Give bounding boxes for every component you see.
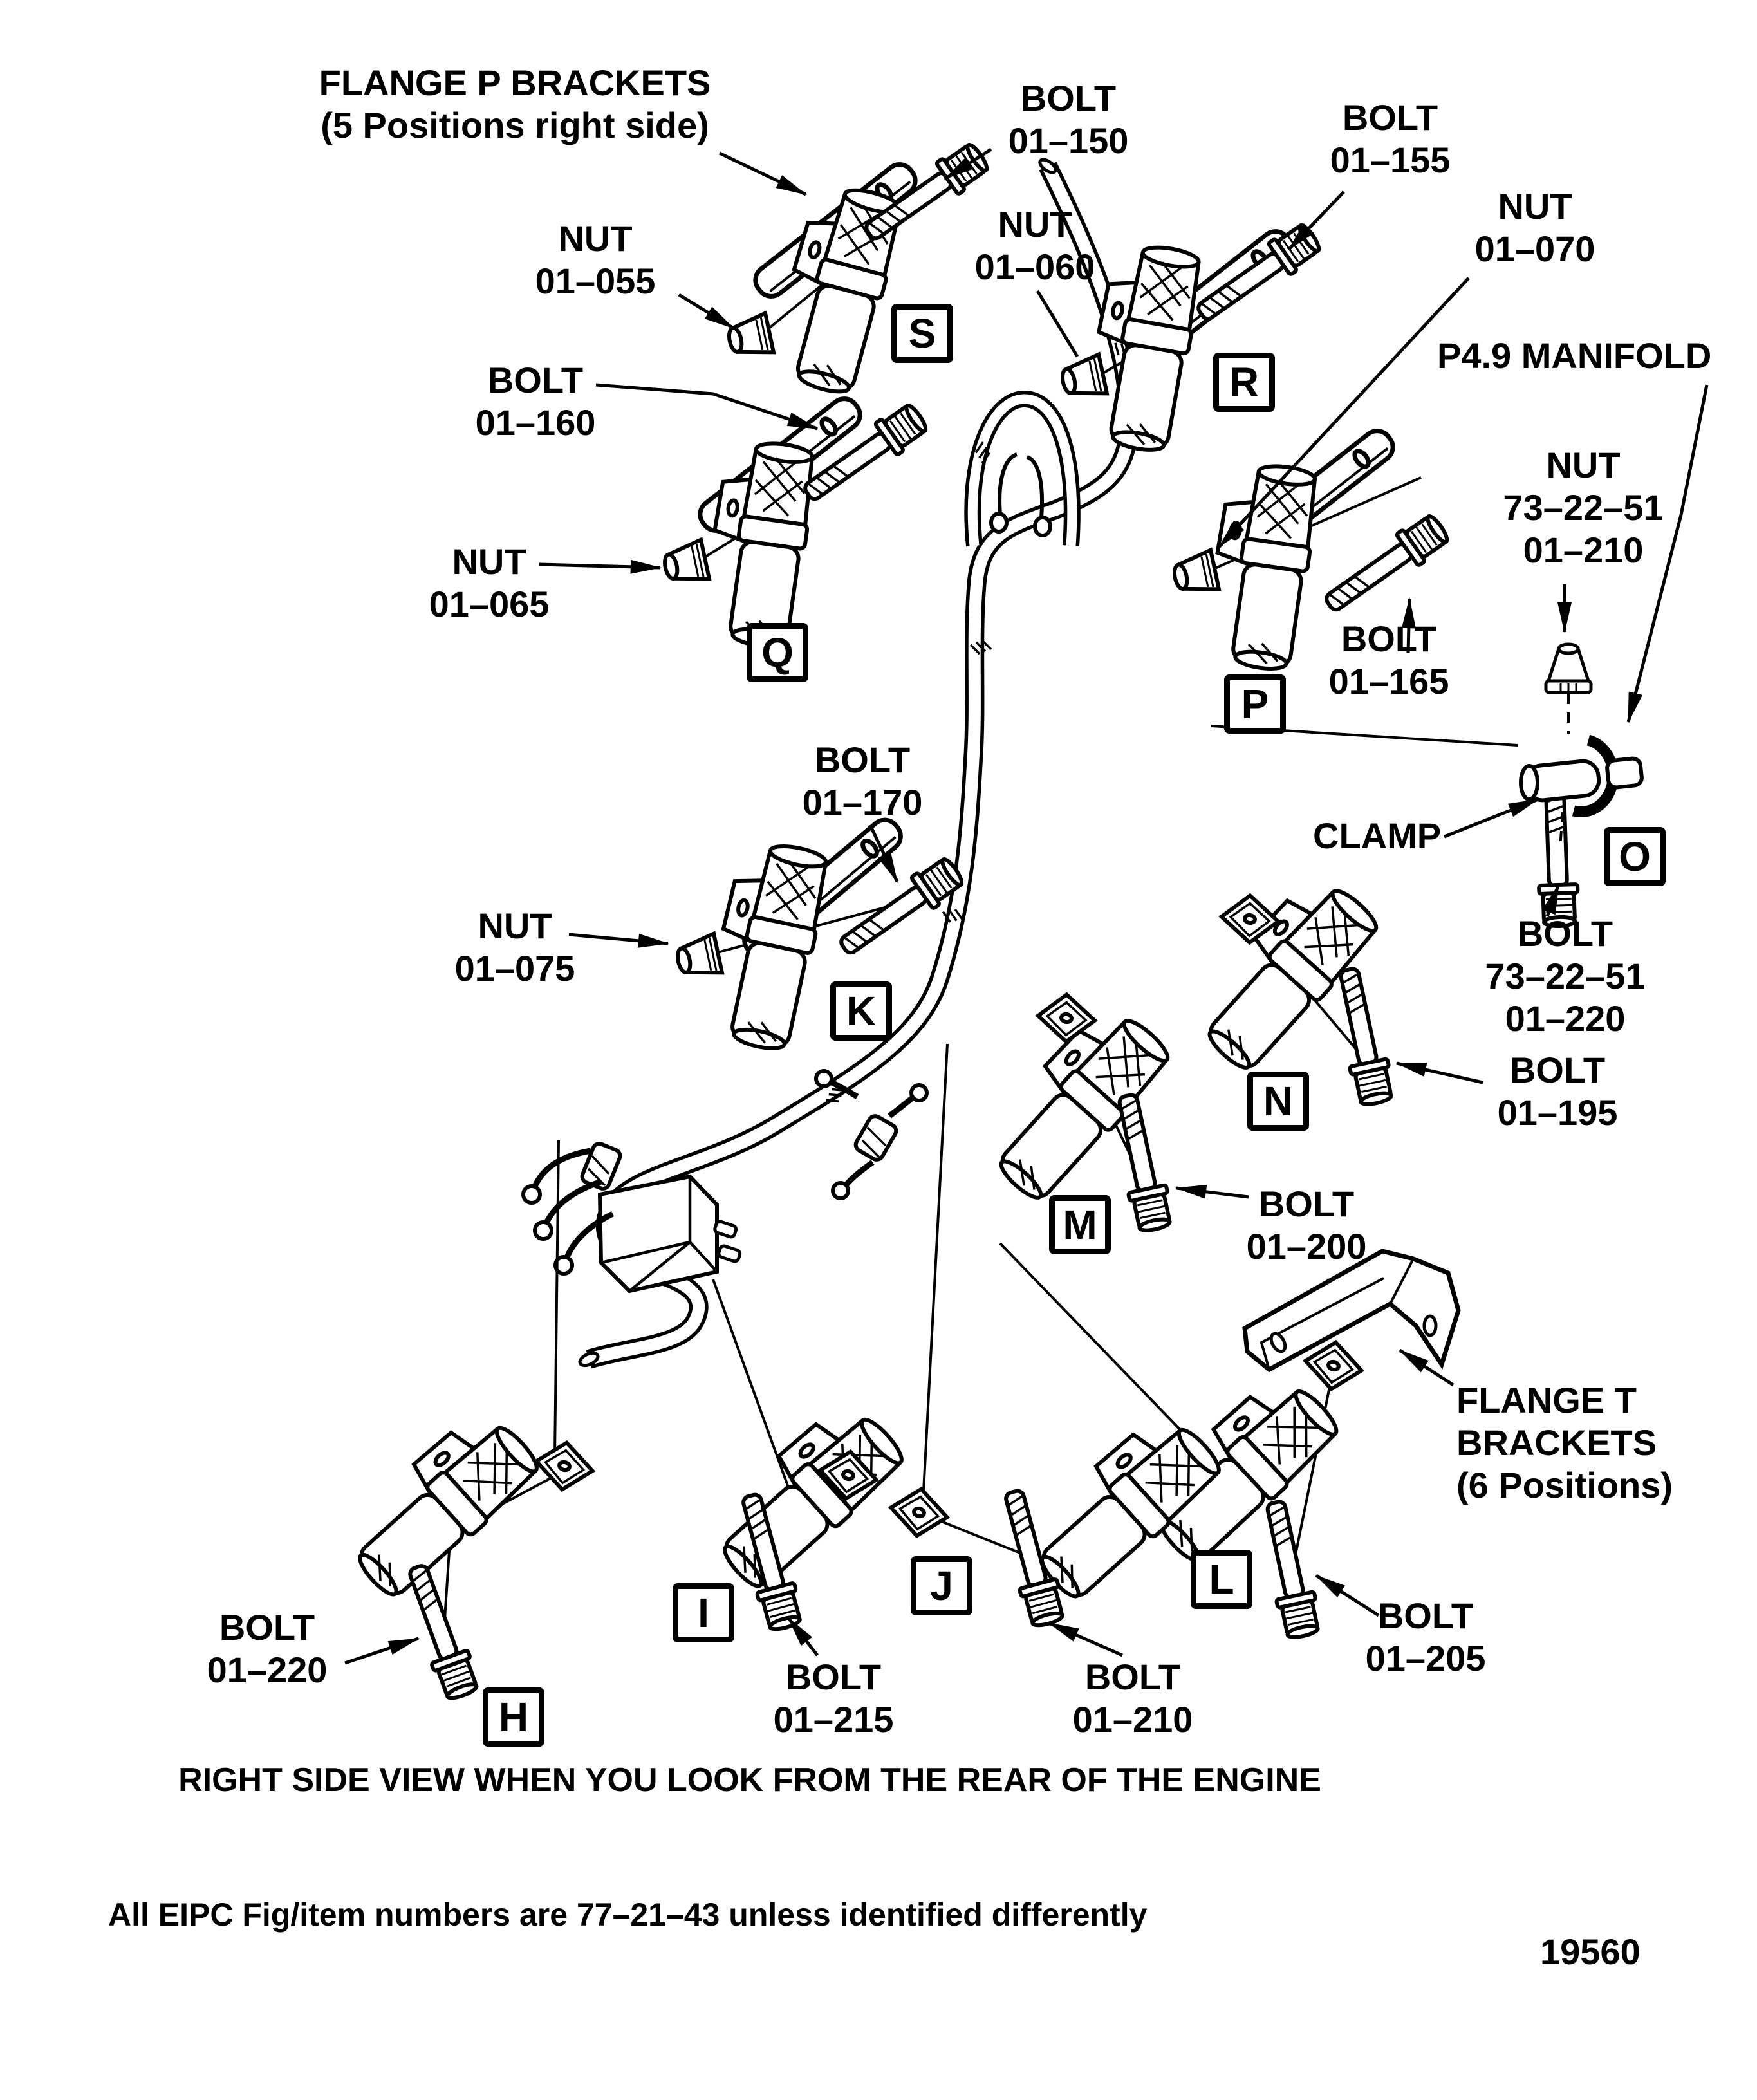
figure-footnote: All EIPC Fig/item numbers are 77–21–43 u… xyxy=(108,1897,1148,1933)
callout-flange-t-brackets: FLANGE T BRACKETS (6 Positions) xyxy=(1456,1380,1673,1505)
position-box-n: N xyxy=(1247,1072,1309,1131)
lead-assembly-h xyxy=(333,1401,545,1604)
position-box-i: I xyxy=(673,1583,734,1642)
position-box-q: Q xyxy=(747,623,808,682)
clamp-fitting xyxy=(1519,694,1644,849)
leader-arrows xyxy=(344,147,1709,1665)
wire-branch-left xyxy=(521,1142,622,1276)
flange-t-bracket xyxy=(1242,1249,1461,1373)
position-box-r: R xyxy=(1213,353,1275,412)
nut-01-070-part xyxy=(1171,550,1219,598)
position-box-j: J xyxy=(911,1556,972,1615)
nut-01-065-part xyxy=(661,540,709,588)
callout-clamp: CLAMP xyxy=(1313,815,1442,856)
nut-01-060-part xyxy=(1059,355,1107,402)
nut-01-075-part xyxy=(674,934,722,981)
position-box-p: P xyxy=(1224,674,1286,734)
callout-flange-p-brackets: FLANGE P BRACKETS (5 Positions right sid… xyxy=(319,62,711,145)
lead-assembly-q xyxy=(700,436,818,650)
position-box-h: H xyxy=(483,1687,544,1747)
bolt-73-22-51-01-220-part xyxy=(1536,789,1579,927)
position-box-s: S xyxy=(891,304,953,363)
lead-assembly-k xyxy=(701,836,832,1054)
bolt-01-205-part xyxy=(1256,1498,1323,1640)
figure-number: 19560 xyxy=(1540,1931,1641,1972)
clip-h xyxy=(531,1436,598,1496)
bolt-01-155-part xyxy=(1190,220,1324,330)
callout-p49-manifold: P4.9 MANIFOLD xyxy=(1437,335,1712,376)
nut-01-055-part xyxy=(725,313,774,361)
position-box-m: M xyxy=(1049,1195,1111,1254)
callout-nut-73-22-51-01-210: NUT 73–22–51 01–210 xyxy=(1503,445,1664,570)
position-box-o: O xyxy=(1604,827,1666,886)
figure-caption: RIGHT SIDE VIEW WHEN YOU LOOK FROM THE R… xyxy=(178,1761,1321,1799)
harness-loop xyxy=(964,391,1081,547)
lead-assembly-i xyxy=(698,1393,910,1596)
bolt-01-195-part xyxy=(1330,965,1396,1107)
clip-j xyxy=(886,1483,953,1542)
position-box-k: K xyxy=(830,981,892,1041)
nut-73-22-51-01-210-part xyxy=(1546,644,1591,692)
bolt-01-220-h-part xyxy=(398,1561,481,1702)
bolt-01-165-part xyxy=(1318,511,1452,621)
callout-bolt-73-22-51-01-220: BOLT 73–22–51 01–220 xyxy=(1485,913,1646,1039)
junction-box xyxy=(597,1174,742,1294)
position-box-l: L xyxy=(1191,1550,1252,1609)
wire-branch-upper xyxy=(814,1069,929,1200)
